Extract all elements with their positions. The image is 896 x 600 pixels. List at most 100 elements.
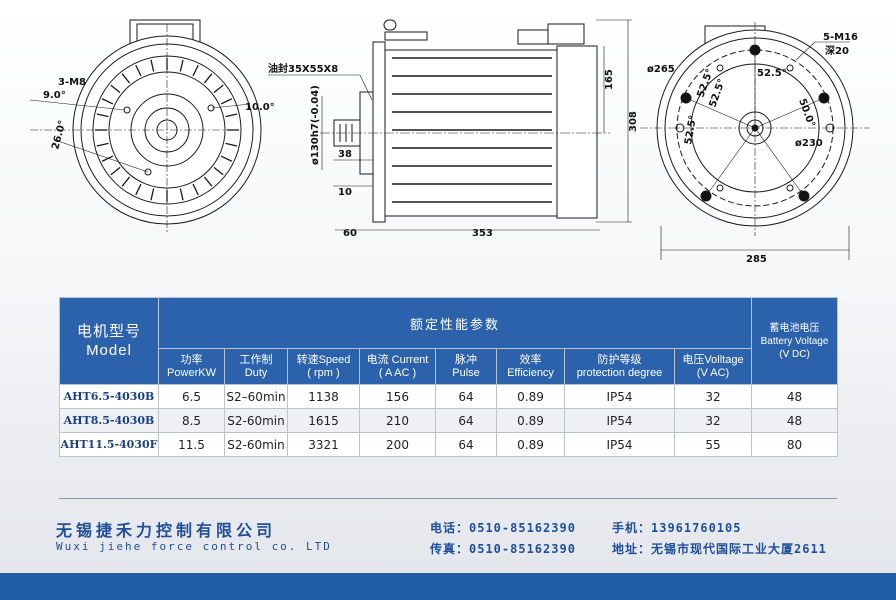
- model-header-cn: 电机型号: [76, 323, 141, 340]
- cell-pulse: 64: [435, 432, 497, 457]
- battery-voltage-header: 蓄电池电压 Battery Voltage (V DC): [751, 297, 839, 385]
- side-label-353: 353: [472, 228, 493, 239]
- front-fin: [225, 142, 238, 147]
- cell-duty: S2–60min: [224, 384, 288, 409]
- cell-battery: 48: [751, 408, 839, 433]
- cell-power: 6.5: [158, 384, 225, 409]
- cell-speed: 3321: [287, 432, 360, 457]
- col-header-en: protection degree: [576, 366, 663, 379]
- cell-pulse: 64: [435, 408, 497, 433]
- rated-performance-header: 额定性能参数: [157, 297, 753, 349]
- front-label-angle-3: 26.0°: [50, 119, 68, 151]
- col-header-en: ( rpm ): [307, 366, 340, 379]
- col-header-cn: 功率: [180, 353, 203, 366]
- rear-label-depth: 深20: [825, 44, 849, 57]
- bottom-brand-bar: [0, 573, 896, 600]
- front-label-thread: 3-M8: [58, 77, 86, 88]
- cell-current: 210: [359, 408, 436, 433]
- cell-voltage: 55: [673, 432, 753, 457]
- front-fin: [192, 64, 199, 77]
- front-fin: [110, 84, 121, 94]
- col-header-cn: 脉冲: [455, 353, 477, 366]
- cell-current: 200: [359, 432, 436, 457]
- col-header-cn: 转速Speed: [296, 353, 351, 366]
- cell-battery: 80: [751, 432, 839, 457]
- cell-duty: S2-60min: [224, 408, 288, 433]
- col-header-en: Duty: [244, 366, 268, 379]
- col-header-en: Pulse: [452, 366, 480, 379]
- front-fin: [101, 98, 114, 105]
- cell-speed: 1615: [287, 408, 360, 433]
- front-label-angle-1: 9.0°: [43, 90, 66, 101]
- cell-current: 156: [359, 384, 436, 409]
- side-view: [268, 19, 632, 231]
- front-fin: [203, 176, 213, 187]
- cell-power: 8.5: [158, 408, 225, 433]
- front-fin: [110, 166, 121, 176]
- rear-view: [640, 22, 870, 260]
- front-label-angle-2: 10.0°: [245, 102, 275, 113]
- col-header-cn: 工作制: [239, 353, 273, 366]
- front-fin: [96, 113, 109, 118]
- front-fin: [150, 59, 155, 72]
- front-fin: [213, 84, 224, 94]
- side-label-165: 165: [604, 69, 615, 90]
- col-header-cn: 效率: [519, 353, 542, 366]
- rear-label-diameter-265: ø265: [647, 64, 675, 75]
- front-fin: [179, 188, 184, 201]
- rear-label-thread: 5-M16: [823, 32, 858, 43]
- fax-text: 传真：0510-85162390: [430, 542, 576, 556]
- cell-duty: S2-60min: [224, 432, 288, 457]
- spec-table: 电机型号 Model 额定性能参数 蓄电池电压 Battery Voltage …: [59, 297, 839, 457]
- col-header-en: (V AC): [696, 366, 730, 379]
- cell-model: AHT8.5-4030B: [59, 408, 159, 433]
- model-header-en: Model: [86, 342, 132, 359]
- front-fin: [121, 73, 131, 84]
- battery-header-unit: (V DC): [779, 348, 810, 360]
- address-text: 地址：无锡市现代国际工业大厦2611: [612, 542, 827, 556]
- col-header-cn: 电流 Current: [366, 353, 429, 366]
- col-header-cn: 防护等级: [597, 353, 642, 366]
- front-fin: [96, 142, 109, 147]
- front-fin: [179, 59, 184, 72]
- front-view: [29, 19, 262, 232]
- side-label-oil-seal: 油封35X55X8: [268, 62, 338, 75]
- col-header-en: PowerKW: [167, 366, 216, 379]
- cell-efficiency: 0.89: [496, 408, 565, 433]
- footer-divider: [59, 498, 837, 499]
- cell-protection: IP54: [564, 432, 675, 457]
- battery-header-cn: 蓄电池电压: [769, 322, 820, 334]
- col-header-en: ( A AC ): [378, 366, 417, 379]
- company-name-cn: 无锡捷禾力控制有限公司: [56, 521, 277, 540]
- side-label-38: 38: [338, 149, 352, 160]
- cell-efficiency: 0.89: [496, 432, 565, 457]
- company-name-en: Wuxi jiehe force control co. LTD: [56, 540, 332, 553]
- cell-efficiency: 0.89: [496, 384, 565, 409]
- rear-label-angle-5: 52.5°: [683, 114, 699, 145]
- rear-label-285: 285: [746, 254, 767, 265]
- side-label-308: 308: [628, 111, 639, 132]
- table-row: AHT6.5-4030B 6.5 S2–60min 1138 156 64 0.…: [59, 384, 839, 409]
- side-label-60: 60: [343, 228, 357, 239]
- col-header-en: Efficiency: [507, 366, 554, 379]
- table-row: AHT11.5-4030F 11.5 S2-60min 3321 200 64 …: [59, 432, 839, 457]
- cell-pulse: 64: [435, 384, 497, 409]
- model-header: 电机型号 Model: [59, 297, 159, 385]
- front-fin: [203, 73, 213, 84]
- cell-model: AHT11.5-4030F: [59, 432, 159, 457]
- col-header-voltage: 电压Volltage(V AC): [673, 348, 753, 385]
- rear-label-diameter-230: ø230: [795, 138, 823, 149]
- cell-power: 11.5: [158, 432, 225, 457]
- front-fin: [220, 98, 233, 105]
- cell-protection: IP54: [564, 384, 675, 409]
- cell-model: AHT6.5-4030B: [59, 384, 159, 409]
- battery-header-en: Battery Voltage: [760, 335, 829, 347]
- col-header-cn: 电压Volltage: [682, 353, 744, 366]
- front-fin: [213, 166, 224, 176]
- phone-text: 电话：0510-85162390: [430, 521, 576, 535]
- side-label-shaft-diameter: ø130h7(-0.04): [310, 85, 321, 165]
